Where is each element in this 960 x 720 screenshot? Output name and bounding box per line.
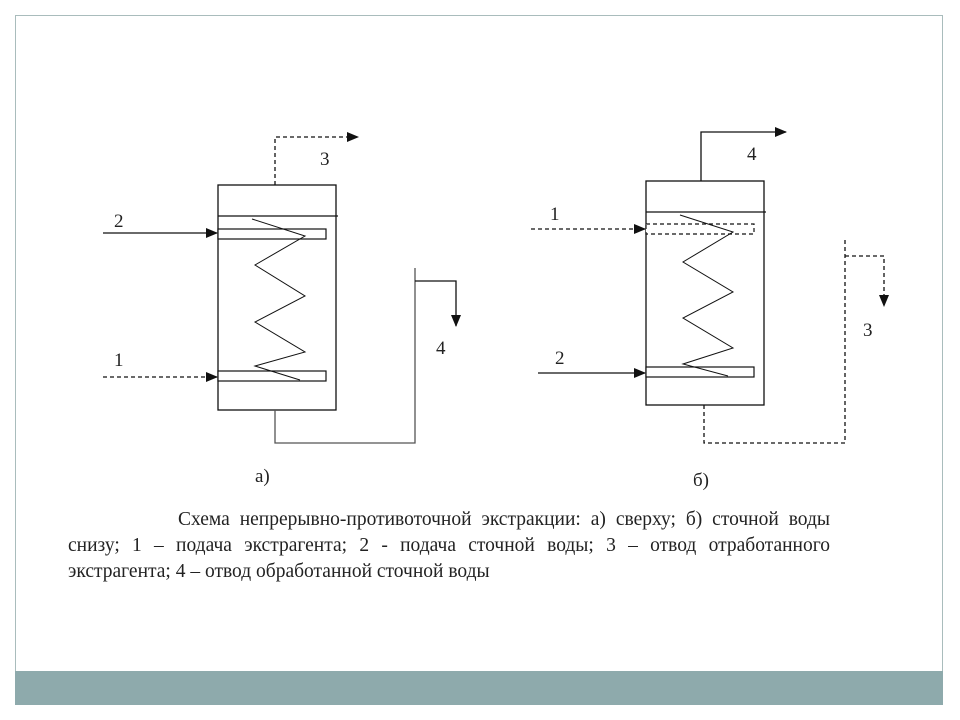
figure-caption: Схема непрерывно-противоточной экстракци… — [68, 509, 830, 582]
stream-b-1-label: 1 — [550, 204, 560, 225]
diagram-a-label: а) — [255, 466, 270, 487]
stream-a-4-line — [274, 268, 416, 444]
stream-b-4-label: 4 — [747, 144, 757, 165]
stream-b-3-arrow — [845, 255, 889, 307]
stream-b-2-label: 2 — [555, 348, 565, 369]
slide-frame — [15, 15, 943, 705]
stream-b-3-line — [703, 240, 846, 444]
stream-a-4-label: 4 — [436, 338, 446, 359]
stream-b-4-line — [700, 127, 787, 181]
diagram-a: 2 1 3 4 а) — [103, 132, 461, 487]
stream-a-3-line — [274, 132, 359, 185]
column-a-upper-distributor — [217, 228, 327, 240]
diagram-b-label: б) — [693, 470, 709, 491]
column-a-lower-distributor — [217, 370, 327, 382]
diagram-b: 1 2 4 3 б) — [531, 127, 889, 491]
stream-a-2-label: 2 — [114, 211, 124, 232]
stream-a-4-arrow — [415, 280, 461, 327]
stream-a-1-label: 1 — [114, 350, 124, 371]
column-b-upper-distributor — [645, 223, 755, 235]
column-a-body — [217, 184, 337, 411]
column-b-body — [645, 180, 765, 406]
stream-a-3-label: 3 — [320, 149, 330, 170]
footer-bar — [15, 671, 943, 705]
stream-b-3-label: 3 — [863, 320, 873, 341]
column-b-lower-distributor — [645, 366, 755, 378]
column-a-zigzag — [251, 218, 307, 381]
column-b-zigzag — [679, 214, 735, 377]
